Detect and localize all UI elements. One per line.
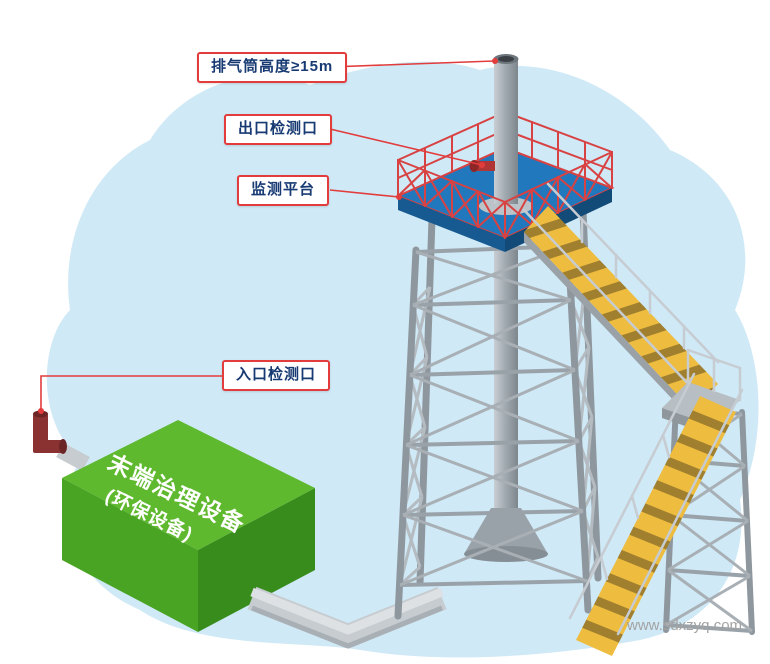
- callout-stack-height-label: 排气筒高度≥15m: [211, 58, 334, 75]
- chimney-base-cone: [464, 508, 548, 554]
- callout-line-stack-top: [329, 60, 495, 68]
- platform-back-railing: [397, 111, 613, 197]
- callout-dot-stack-top: [492, 58, 498, 64]
- callout-dot-platform: [396, 194, 402, 200]
- equipment-top-face: [62, 420, 315, 550]
- callout-outlet-port-label: 出口检测口: [238, 120, 319, 137]
- equipment-box: 末端治理设备 (环保设备): [62, 420, 315, 632]
- platform-front-railing: [397, 151, 613, 239]
- watermark: www.sdxzyq.com: [627, 617, 743, 634]
- stairs-upper-flight: [524, 206, 718, 410]
- callout-platform-label: 监测平台: [251, 181, 316, 198]
- callout-line-inlet: [40, 375, 224, 410]
- platform-left-face: [398, 196, 505, 252]
- stairs-lower-handrail: [568, 372, 744, 636]
- staircase: [522, 182, 744, 656]
- stairs-landing-railing: [686, 348, 742, 402]
- chimney-stack-upper: [494, 58, 518, 204]
- callout-inlet-port-label: 入口检测口: [236, 366, 317, 383]
- callout-outlet-port: 出口检测口: [224, 114, 333, 145]
- inlet-pipe: [33, 410, 90, 472]
- callout-dot-inlet: [38, 408, 44, 414]
- callout-inlet-port: 入口检测口: [222, 360, 331, 391]
- stairs-lower-flight: [576, 396, 736, 656]
- callout-platform: 监测平台: [237, 175, 330, 206]
- equipment-side-face: [198, 488, 315, 632]
- callout-stack-height: 排气筒高度≥15m: [197, 52, 348, 83]
- callout-dot-outlet: [479, 162, 485, 168]
- callout-line-outlet: [329, 128, 483, 166]
- stairs-upper-side: [524, 232, 692, 420]
- stairs-upper-handrail: [522, 182, 720, 390]
- tower-front: [394, 239, 592, 620]
- callout-lines: [38, 58, 498, 414]
- outlet-duct: [247, 586, 447, 649]
- callout-line-platform: [329, 189, 400, 198]
- equipment-front-face: [62, 478, 198, 632]
